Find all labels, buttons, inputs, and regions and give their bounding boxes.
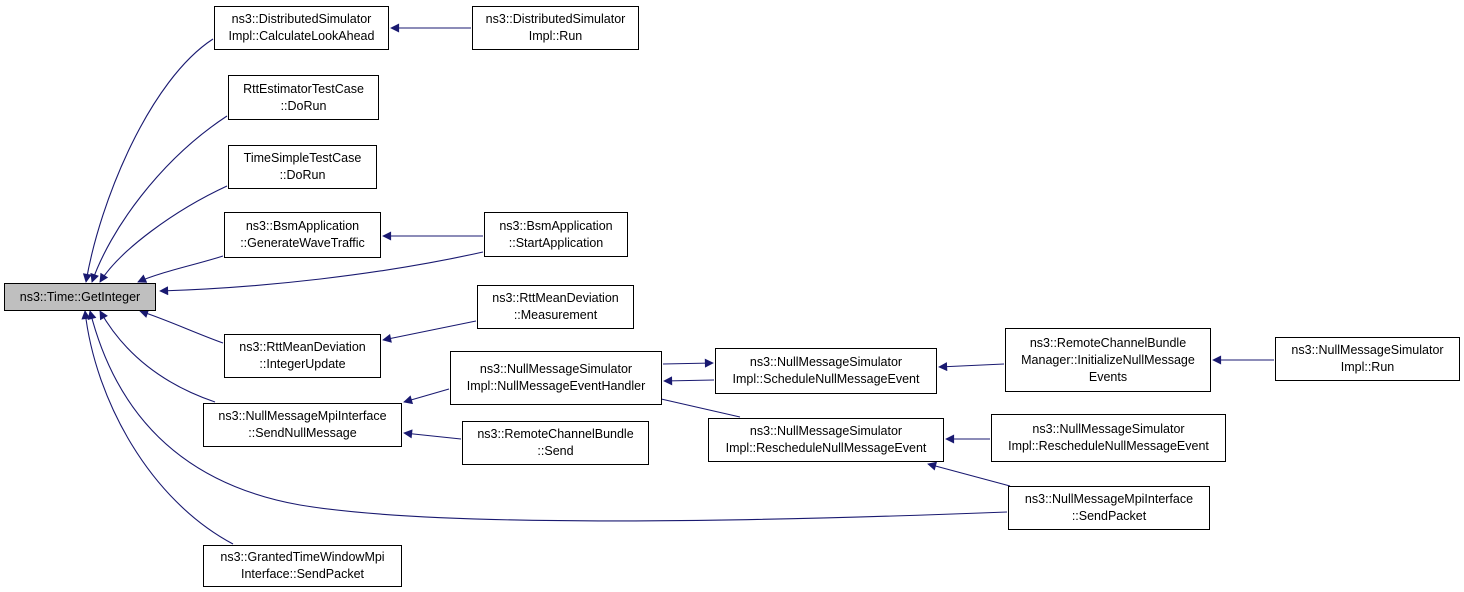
node-label-line: Impl::RescheduleNullMessageEvent [725,441,927,455]
edge-rtt_est-to-root [90,115,228,283]
node-label-line: Manager::InitializeNullMessage [1021,352,1195,367]
node-label-line: Impl::CalculateLookAhead [228,29,375,43]
node-bsm-gen[interactable]: ns3::BsmApplication::GenerateWaveTraffic [224,212,381,258]
node-label-line: Impl::ScheduleNullMessageEvent [732,372,920,386]
node-label-line: ns3::DistributedSimulator [231,12,372,26]
edge-nms_handler-to-nms_sched [662,358,714,368]
node-label-line: Impl::Run [1340,360,1395,374]
edge-bsm_gen-to-root [137,255,224,283]
edge-rcb_send-to-nmmpi_send [403,429,462,440]
node-label-line: ::DoRun [279,168,326,182]
node-rtt-int[interactable]: ns3::RttMeanDeviation::IntegerUpdate [224,334,381,378]
node-rtt-est[interactable]: RttEstimatorTestCase::DoRun [228,75,379,120]
edge-nms_sched-to-nms_handler [663,376,715,386]
edge-gtw_packet-to-root [81,310,234,545]
node-label-line: ::StartApplication [508,235,604,250]
node-label-line: ns3::GrantedTimeWindowMpi [220,550,385,564]
edge-rtt_meas-to-rtt_int [382,320,477,343]
node-label-line: Impl::RescheduleNullMessageEvent [1008,439,1209,453]
node-label-line: ns3::BsmApplication [245,219,360,233]
node-label-line: ns3::NullMessageSimulator [749,355,903,369]
node-label-line: ::SendNullMessage [248,426,357,440]
node-label-line: ::DoRun [280,98,327,113]
edge-nms_resched1-to-nms_handler [647,393,741,418]
node-label-line: Impl::Run [528,29,583,43]
node-label-line: TimeSimpleTestCase [243,151,362,165]
node-label-line: ns3::NullMessageSimulator [479,362,633,376]
node-label-line: ns3::RttMeanDeviation [239,340,366,354]
node-label-line: ns3::RttMeanDeviation [492,291,619,305]
node-label-line: ::Send [537,444,574,458]
node-label-line: ns3::RemoteChannelBundle [1029,335,1187,350]
edge-time_simple-to-root [99,185,228,283]
node-rtt-meas[interactable]: ns3::RttMeanDeviation::Measurement [477,285,634,329]
node-rcb-send[interactable]: ns3::RemoteChannelBundle::Send [462,421,649,465]
node-root: ns3::Time::GetInteger [4,283,156,311]
edge-dsi_calc-to-root [82,38,214,283]
edge-nms_handler-to-nmmpi_send [403,388,450,405]
node-label-line: ::GenerateWaveTraffic [240,236,365,250]
node-nmmpi-packet[interactable]: ns3::NullMessageMpiInterface::SendPacket [1008,486,1210,530]
node-label-line: ::IntegerUpdate [259,357,346,371]
node-label-line: Events [1088,369,1128,384]
node-label-line: ns3::BsmApplication [499,218,613,233]
node-time-simple[interactable]: TimeSimpleTestCase::DoRun [228,145,377,189]
edge-nmmpi_packet-to-nms_resched1 [927,461,1011,487]
node-label-line: ns3::RemoteChannelBundle [477,427,634,441]
node-label-line: ns3::NullMessageMpiInterface [218,409,387,423]
node-label-line: ns3::NullMessageSimulator [1032,422,1185,436]
node-nmmpi-send[interactable]: ns3::NullMessageMpiInterface::SendNullMe… [203,403,402,447]
node-label-line: ns3::NullMessageSimulator [749,424,903,438]
node-label-line: RttEstimatorTestCase [243,81,364,96]
node-label-line: ns3::DistributedSimulator [485,12,626,26]
edge-bsm_start-to-root [159,251,484,296]
node-label-line: Impl::NullMessageEventHandler [466,379,646,393]
edge-nmmpi_send-to-root [99,310,216,403]
node-label-line: ::Measurement [513,308,598,322]
node-bsm-start[interactable]: ns3::BsmApplication::StartApplication [484,212,628,257]
edge-nmmpi_packet-to-root [87,310,1008,522]
node-label-line: ns3::Time::GetInteger [19,289,141,304]
edge-rcbm_init-to-nms_sched [938,362,1005,372]
node-label-line: ns3::NullMessageSimulator [1291,343,1444,357]
edge-rtt_int-to-root [139,309,224,344]
node-label-line: ::SendPacket [1071,509,1147,523]
node-label-line: ns3::NullMessageMpiInterface [1024,492,1194,506]
node-label-line: Interface::SendPacket [241,567,364,581]
